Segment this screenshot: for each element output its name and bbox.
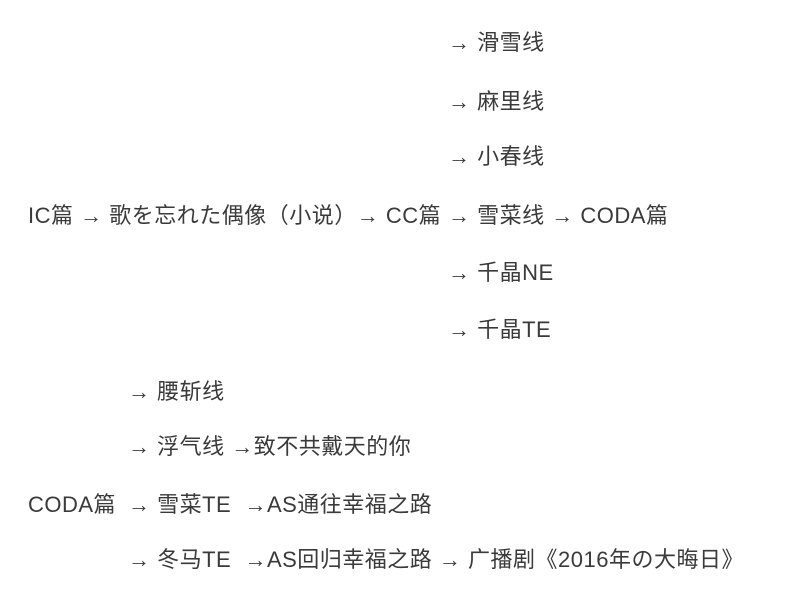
branch-mari-line: → 麻里线 xyxy=(448,89,545,114)
branch-ski-line: → 滑雪线 xyxy=(448,30,545,55)
branch-cut-short-line: → 腰斩线 xyxy=(128,379,225,404)
coda-chapter-label: CODA篇 xyxy=(28,492,117,517)
branch-setsuna-te: → 雪菜TE →AS通往幸福之路 xyxy=(128,492,433,517)
branch-chiaki-ne: → 千晶NE xyxy=(448,260,554,285)
branch-chiaki-te: → 千晶TE xyxy=(448,317,552,342)
main-route-ic-to-cc: IC篇 → 歌を忘れた偶像（小说）→ CC篇 xyxy=(28,203,442,228)
main-route-setsuna-to-coda: → 雪菜线 → CODA篇 xyxy=(448,203,669,228)
branch-koharu-line: → 小春线 xyxy=(448,144,545,169)
branch-touma-te: → 冬马TE →AS回归幸福之路 → 广播剧《2016年の大晦日》 xyxy=(128,547,744,572)
branch-cheating-line: → 浮气线 →致不共戴天的你 xyxy=(128,434,412,459)
